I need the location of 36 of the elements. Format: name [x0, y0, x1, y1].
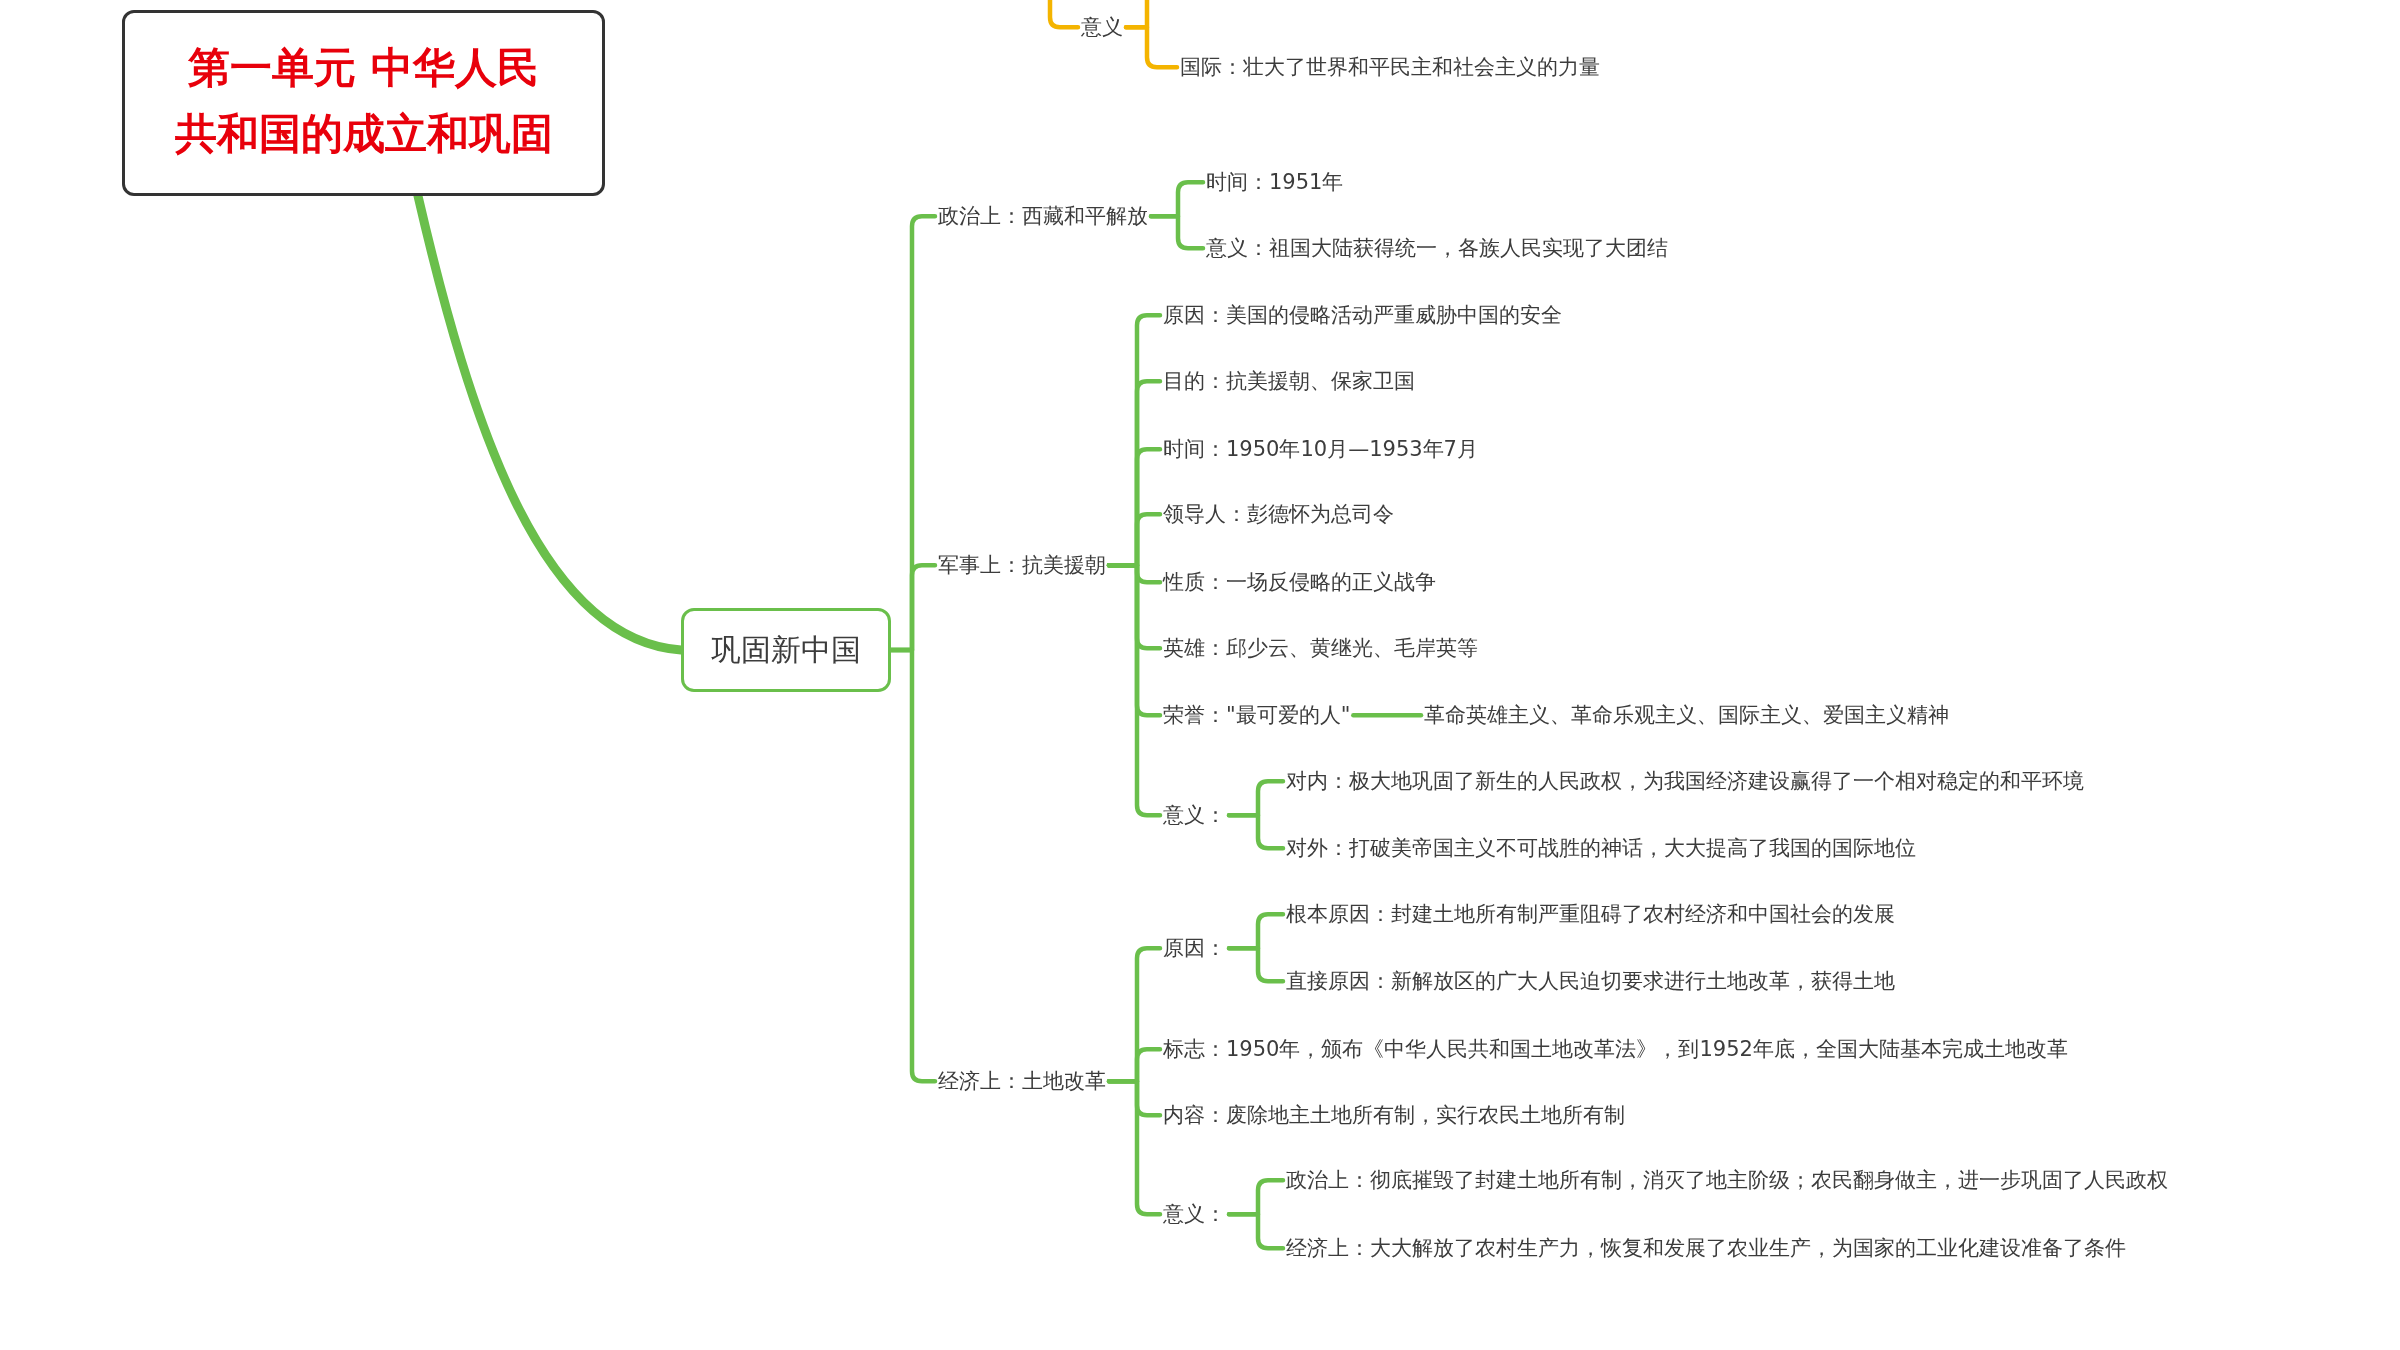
connector-line: [1047, 0, 1081, 30]
topic-label: 原因：美国的侵略活动严重威胁中国的安全: [1160, 302, 1565, 329]
topic-label: 对外：打破美帝国主义不可战胜的神话，大大提高了我国的国际地位: [1283, 835, 1919, 862]
topic-label: 意义: [1078, 14, 1126, 41]
topic-label: 标志：1950年，颁布《中华人民共和国土地改革法》，到1952年底，全国大陆基本完成土地改革: [1160, 1036, 2071, 1063]
connector-line: [1123, 24, 1180, 70]
topic-label: 目的：抗美援朝、保家卫国: [1160, 368, 1418, 395]
connector-line: [1148, 213, 1206, 251]
connector-line: [1226, 1211, 1286, 1251]
topic-box: 巩固新中国: [681, 608, 891, 692]
topic-label: 直接原因：新解放区的广大人民迫切要求进行土地改革，获得土地: [1283, 968, 1898, 995]
topic-label: 根本原因：封建土地所有制严重阻碍了农村经济和中国社会的发展: [1283, 901, 1898, 928]
connector-line: [1226, 812, 1286, 851]
title-box: 第一单元 中华人民共和国的成立和巩固: [122, 10, 605, 196]
topic-label: 意义：: [1160, 1201, 1229, 1228]
topic-label: 意义：祖国大陆获得统一，各族人民实现了大团结: [1203, 235, 1671, 262]
topic-label: 原因：: [1160, 935, 1229, 962]
connector-line: [1106, 562, 1163, 818]
topic-label: 意义：: [1160, 802, 1229, 829]
topic-label: 时间：1950年10月—1953年7月: [1160, 436, 1481, 463]
topic-label: 英雄：邱少云、黄继光、毛岸英等: [1160, 635, 1481, 662]
topic-label: 荣誉："最可爱的人": [1160, 702, 1354, 729]
topic-label: 经济上：土地改革: [935, 1068, 1109, 1095]
topic-label: 经济上：大大解放了农村生产力，恢复和发展了农业生产，为国家的工业化建设准备了条件: [1283, 1235, 2129, 1262]
topic-label: 政治上：西藏和平解放: [935, 203, 1151, 230]
topic-label: 时间：1951年: [1203, 169, 1347, 196]
topic-label: 国际：壮大了世界和平民主和社会主义的力量: [1177, 54, 1603, 81]
topic-label: 对内：极大地巩固了新生的人民政权，为我国经济建设赢得了一个相对稳定的和平环境: [1283, 768, 2087, 795]
topic-label: 内容：废除地主土地所有制，实行农民土地所有制: [1160, 1102, 1628, 1129]
topic-label: 革命英雄主义、革命乐观主义、国际主义、爱国主义精神: [1421, 702, 1952, 729]
topic-label: 性质：一场反侵略的正义战争: [1160, 569, 1439, 596]
connector-line: [1351, 712, 1424, 718]
topic-label: 领导人：彭德怀为总司令: [1160, 501, 1397, 528]
connector-line: [1226, 945, 1286, 984]
topic-label: 军事上：抗美援朝: [935, 552, 1109, 579]
topic-label: 政治上：彻底摧毁了封建土地所有制，消灭了地主阶级；农民翻身做主，进一步巩固了人民政权: [1283, 1167, 2171, 1194]
